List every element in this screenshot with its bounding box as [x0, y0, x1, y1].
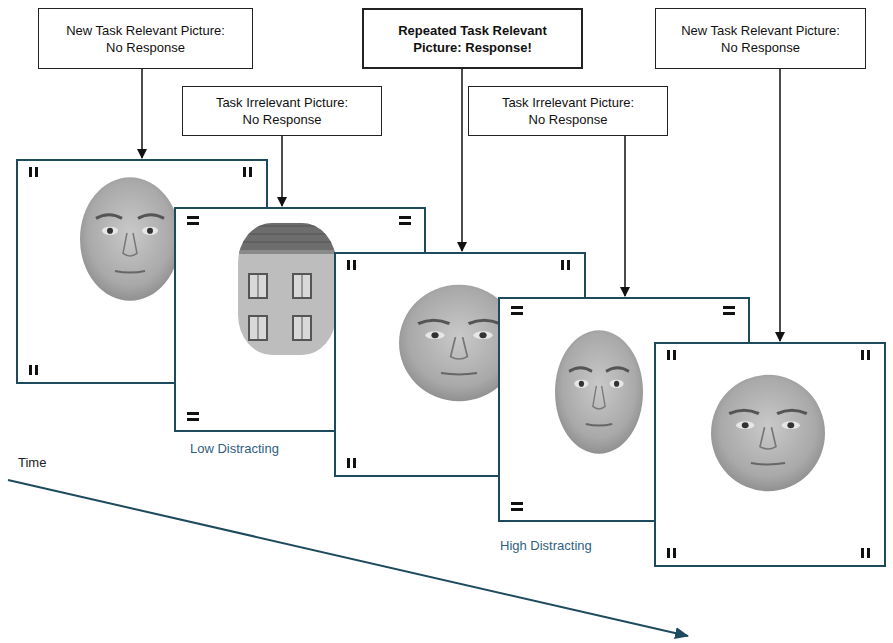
box-text: Repeated Task Relevant Picture: Response… — [389, 22, 557, 56]
leader-arrow — [281, 136, 283, 206]
box-text: Task Irrelevant Picture: No Response — [495, 94, 641, 128]
leader-arrow — [624, 136, 626, 296]
label-box: New Task Relevant Picture: No Response — [655, 8, 866, 69]
leader-arrow — [779, 69, 781, 341]
box-text: New Task Relevant Picture: No Response — [60, 22, 232, 56]
leader-arrow — [141, 69, 143, 158]
label-box: Task Irrelevant Picture: No Response — [182, 86, 382, 136]
time-arrow — [8, 480, 688, 636]
highlighted-label-box: Repeated Task Relevant Picture: Response… — [362, 8, 583, 69]
label-box: New Task Relevant Picture: No Response — [38, 8, 253, 69]
picture-frame — [655, 343, 885, 566]
axis-label: Time — [18, 455, 46, 471]
leader-arrow — [461, 69, 463, 251]
label-box: Task Irrelevant Picture: No Response — [468, 86, 668, 136]
box-text: New Task Relevant Picture: No Response — [675, 22, 847, 56]
condition-label: High Distracting — [500, 538, 592, 554]
box-text: Task Irrelevant Picture: No Response — [209, 94, 355, 128]
condition-label: Low Distracting — [190, 441, 279, 457]
